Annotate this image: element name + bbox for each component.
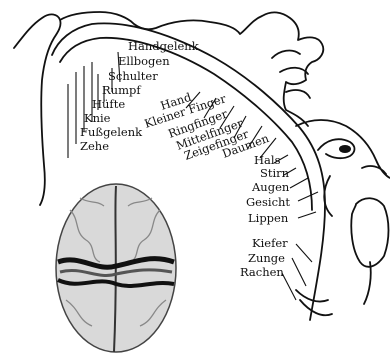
label-ellbogen: Ellbogen (118, 54, 170, 68)
label-gesicht: Gesicht (246, 195, 290, 209)
label-rachen: Rachen (240, 265, 284, 279)
eye-pupil (339, 145, 351, 153)
label-lippen: Lippen (248, 211, 289, 225)
label-rumpf: Rumpf (102, 83, 141, 97)
label-fussgelenk: Fußgelenk (80, 125, 143, 139)
label-zunge: Zunge (248, 251, 285, 265)
label-stirn: Stirn (260, 166, 290, 180)
label-handgelenk: Handgelenk (128, 39, 200, 53)
label-augen: Augen (251, 180, 290, 194)
label-huefte: Hüfte (92, 97, 125, 111)
brain-top-view (56, 184, 176, 352)
label-kiefer: Kiefer (252, 236, 288, 250)
homunculus-hand (272, 51, 310, 98)
label-knie: Knie (84, 111, 111, 125)
label-schulter: Schulter (108, 69, 158, 83)
label-zehe: Zehe (80, 139, 109, 153)
label-hals: Hals (254, 153, 281, 167)
